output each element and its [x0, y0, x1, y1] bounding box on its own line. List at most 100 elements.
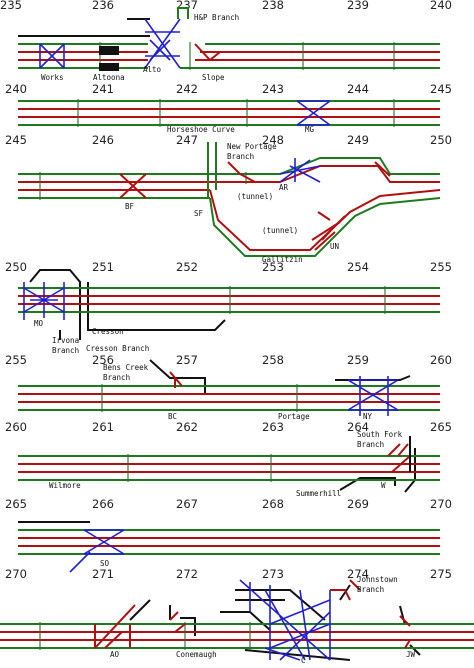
- new-portage-branch-track: [207, 142, 217, 198]
- jw-interlocking: [349, 579, 411, 649]
- south-fork-branch-track: [339, 448, 416, 493]
- label-ak: AR: [279, 183, 289, 192]
- milepost-240b: 240: [5, 82, 27, 96]
- label-wilmore: Wilmore: [49, 481, 81, 490]
- milepost-272: 272: [176, 567, 198, 581]
- row-240-245: 240 241 242 243 244 245 Horseshoe Curve …: [5, 82, 452, 134]
- milepost-262: 262: [176, 420, 198, 434]
- label-un: UN: [330, 242, 339, 251]
- milepost-238: 238: [262, 0, 284, 12]
- label-bens-creek: Bens Creek: [103, 363, 149, 372]
- label-sf: SF: [194, 209, 204, 218]
- milepost-257: 257: [176, 353, 198, 367]
- row-260-265: 260 261 262 263 264 265 South Fork Branc…: [5, 420, 452, 498]
- mg-interlocking: [296, 100, 331, 126]
- milepost-273: 273: [262, 567, 284, 581]
- gallitzin-green: [209, 197, 441, 257]
- milepost-255b: 255: [5, 353, 27, 367]
- label-ao: AO: [110, 650, 120, 659]
- milepost-250: 250: [430, 133, 452, 147]
- label-mo: MO: [34, 319, 44, 328]
- bc-interlocking: [169, 371, 183, 388]
- milepost-237: 237: [176, 0, 198, 12]
- milepost-247: 247: [176, 133, 198, 147]
- label-alto: Alto: [143, 65, 162, 74]
- label-jw: JW: [406, 650, 416, 659]
- milepost-236: 236: [92, 0, 114, 12]
- altoona-platform-marker: [99, 63, 119, 71]
- label-south-fork: South Fork: [357, 430, 403, 439]
- milepost-250b: 250: [5, 260, 27, 274]
- label-hsp-branch: H&P Branch: [194, 13, 239, 22]
- ak-interlocking: [279, 158, 321, 183]
- label-irvona-branch: Branch: [52, 346, 79, 355]
- ao-interlocking: [94, 604, 136, 649]
- milepost-235: 235: [0, 0, 22, 12]
- milepost-243: 243: [262, 82, 284, 96]
- label-tunnel-upper: (tunnel): [237, 192, 273, 201]
- milepost-275: 275: [430, 567, 452, 581]
- un-crossover: [311, 211, 341, 251]
- milepost-267: 267: [176, 497, 198, 511]
- row-255-260: 255 256 257 258 259 260 Bens Creek Branc…: [5, 353, 452, 421]
- milepost-ticks: [127, 454, 272, 482]
- w-interlocking: [387, 443, 411, 473]
- milepost-253: 253: [262, 260, 284, 274]
- label-c: C: [301, 656, 306, 665]
- label-mg: MG: [305, 125, 315, 134]
- label-so: SO: [100, 559, 110, 568]
- conemaugh-junction: [169, 611, 186, 633]
- milepost-256: 256: [92, 353, 114, 367]
- milepost-271: 271: [92, 567, 114, 581]
- milepost-255: 255: [430, 260, 452, 274]
- milepost-241: 241: [92, 82, 114, 96]
- cresson-black-track: [87, 282, 226, 331]
- milepost-270: 270: [430, 497, 452, 511]
- label-slope: Slope: [202, 73, 225, 82]
- milepost-ticks: [77, 99, 395, 127]
- mo-interlocking: [23, 282, 65, 320]
- milepost-249: 249: [347, 133, 369, 147]
- label-irvona: Irvona: [52, 336, 79, 345]
- cresson-branch-track: [29, 269, 81, 340]
- label-conemaugh: Conemaugh: [176, 650, 217, 659]
- c-interlocking: [239, 579, 331, 661]
- works-interlocking: [39, 43, 65, 69]
- milepost-274: 274: [347, 567, 369, 581]
- milepost-245b: 245: [5, 133, 27, 147]
- label-gallitzin: Gallitzin: [262, 255, 303, 264]
- hsp-branch-track: [177, 7, 189, 19]
- milepost-263: 263: [262, 420, 284, 434]
- label-new-portage: New Portage: [227, 142, 277, 151]
- milepost-269: 269: [347, 497, 369, 511]
- new-portage-junction: [227, 161, 256, 183]
- milepost-239: 239: [347, 0, 369, 12]
- milepost-ticks: [229, 286, 386, 314]
- milepost-ticks: [101, 384, 298, 412]
- label-w: W: [381, 481, 386, 490]
- new-portage-green: [210, 157, 440, 175]
- milepost-259: 259: [347, 353, 369, 367]
- label-johnstown-branch: Branch: [357, 585, 384, 594]
- label-south-fork-branch: Branch: [357, 440, 384, 449]
- milepost-240: 240: [430, 0, 452, 12]
- milepost-244: 244: [347, 82, 369, 96]
- milepost-260: 260: [430, 353, 452, 367]
- milepost-260b: 260: [5, 420, 27, 434]
- row-250-255: 250 251 252 253 254 255 MO Cresson Irvon…: [5, 260, 452, 355]
- milepost-248: 248: [262, 133, 284, 147]
- milepost-261: 261: [92, 420, 114, 434]
- ny-interlocking: [347, 376, 399, 416]
- gallitzin-red: [209, 189, 441, 251]
- row-235-240: 235 236 237 238 239 240: [0, 0, 452, 82]
- row-265-270: 265 266 267 268 269 270 SO: [5, 497, 452, 573]
- label-portage: Portage: [278, 412, 310, 421]
- label-bens-creek-branch: Branch: [103, 373, 130, 382]
- altoona-station-marker: [99, 46, 119, 55]
- label-ny: NY: [363, 412, 373, 421]
- east-junction: [374, 161, 391, 177]
- milepost-265: 265: [430, 420, 452, 434]
- milepost-264: 264: [347, 420, 369, 434]
